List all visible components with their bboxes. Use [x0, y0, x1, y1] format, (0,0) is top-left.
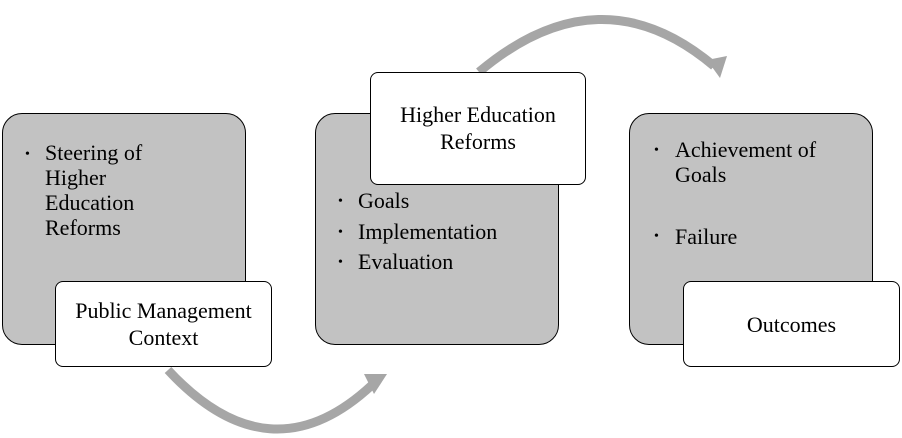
steering-box: • Steering of Higher Education Reforms [2, 113, 246, 345]
bullet-item-achievement: Achievement of Goals [675, 137, 817, 187]
bullet-steering: • [25, 147, 30, 162]
bullet-item-implementation: Implementation [358, 219, 498, 244]
bullet-evaluation: • [338, 255, 343, 270]
bullet-item-failure: Failure [675, 224, 738, 249]
outcomes-box: Outcomes [683, 281, 900, 367]
public-management-context-box: Public Management Context [55, 281, 272, 367]
bullet-achievement: • [654, 143, 659, 158]
bottom-curved-arrow [164, 366, 376, 434]
bullet-failure: • [654, 229, 659, 244]
higher-education-reforms-box: Higher Education Reforms [370, 72, 586, 185]
bullet-implementation: • [338, 225, 343, 240]
top-curved-arrow [476, 14, 717, 76]
bullet-item-evaluation: Evaluation [358, 249, 454, 274]
outcomes-label: Outcomes [746, 311, 837, 337]
public-management-context-label: Public Management Context [75, 298, 252, 350]
bullet-item-goals: Goals [358, 188, 410, 213]
bottom-arrowhead [364, 374, 387, 394]
top-arrowhead [707, 56, 727, 78]
bullet-goals: • [338, 194, 343, 209]
bullet-item-steering: Steering of Higher Education Reforms [45, 140, 143, 240]
higher-education-reforms-label: Higher Education Reforms [400, 102, 556, 154]
